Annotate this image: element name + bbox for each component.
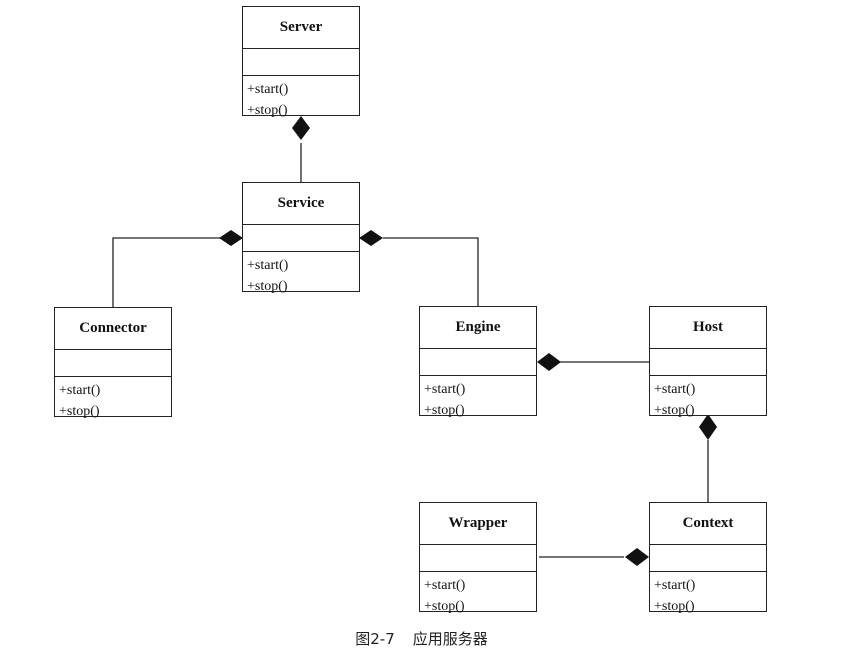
connector-line-service-connector: [112, 237, 220, 310]
class-attributes: [55, 350, 171, 377]
class-name: Host: [650, 307, 766, 350]
class-host: Host +start() +stop(): [649, 306, 767, 418]
class-attributes: [650, 349, 766, 376]
operation-start: +start(): [247, 257, 289, 273]
class-attributes: [420, 349, 536, 376]
composition-diamond-host: [699, 414, 717, 440]
operation-stop: +stop(): [654, 598, 695, 614]
operation-stop: +stop(): [59, 403, 100, 419]
class-operations: +start() +stop(): [243, 252, 359, 297]
class-attributes: [650, 545, 766, 572]
class-service: Service +start() +stop(): [242, 182, 360, 294]
operation-start: +start(): [654, 577, 696, 593]
operation-start: +start(): [247, 81, 289, 97]
class-wrapper: Wrapper +start() +stop(): [419, 502, 537, 614]
composition-diamond-service-left: [219, 230, 243, 246]
operation-start: +start(): [424, 577, 466, 593]
class-name: Engine: [420, 307, 536, 350]
connector-line-service-engine: [383, 237, 479, 308]
class-operations: +start() +stop(): [650, 376, 766, 421]
composition-diamond-server: [292, 116, 310, 140]
class-operations: +start() +stop(): [420, 572, 536, 617]
figure-caption: 图2-7 应用服务器: [0, 628, 843, 649]
class-context: Context +start() +stop(): [649, 502, 767, 614]
class-name: Server: [243, 7, 359, 50]
class-engine: Engine +start() +stop(): [419, 306, 537, 418]
composition-diamond-context: [625, 548, 649, 566]
class-name: Service: [243, 183, 359, 226]
figure-number: 图2-7: [355, 630, 395, 648]
composition-diamond-service-right: [359, 230, 383, 246]
operation-stop: +stop(): [424, 598, 465, 614]
class-operations: +start() +stop(): [55, 377, 171, 422]
class-connector: Connector +start() +stop(): [54, 307, 172, 419]
operation-stop: +stop(): [654, 402, 695, 418]
class-operations: +start() +stop(): [650, 572, 766, 617]
class-attributes: [243, 225, 359, 252]
operation-start: +start(): [424, 381, 466, 397]
operation-stop: +stop(): [247, 102, 288, 118]
class-name: Connector: [55, 308, 171, 351]
class-operations: +start() +stop(): [243, 76, 359, 121]
class-server: Server +start() +stop(): [242, 6, 360, 118]
figure-title: 应用服务器: [412, 630, 488, 648]
operation-start: +start(): [59, 382, 101, 398]
operation-stop: +stop(): [424, 402, 465, 418]
class-attributes: [243, 49, 359, 76]
class-attributes: [420, 545, 536, 572]
operation-start: +start(): [654, 381, 696, 397]
operation-stop: +stop(): [247, 278, 288, 294]
class-name: Wrapper: [420, 503, 536, 546]
composition-diamond-engine: [537, 353, 561, 371]
class-operations: +start() +stop(): [420, 376, 536, 421]
class-name: Context: [650, 503, 766, 546]
